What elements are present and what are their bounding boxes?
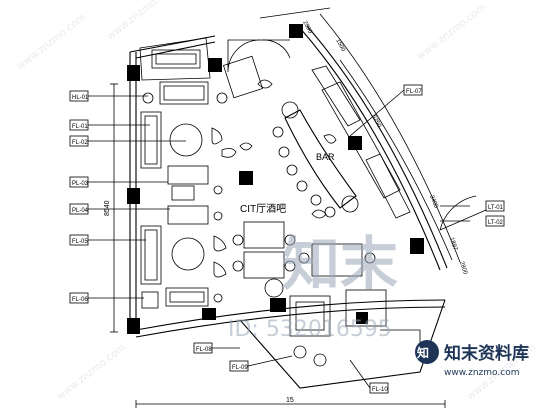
room-label: CIT厅酒吧 xyxy=(240,203,286,215)
dim-top-1: 2890 xyxy=(301,20,313,35)
tag-fl-02: FL-02 xyxy=(69,135,89,147)
tag-fl-05-text: FL-05 xyxy=(72,239,88,245)
svg-text:www.znzmo.com: www.znzmo.com xyxy=(415,2,488,62)
dim-right-4: 2800 xyxy=(458,261,468,276)
diagonal-watermark: www.znzmo.com www.znzmo.com www.znzmo.co… xyxy=(15,0,538,402)
right-tag-list: FL-07 LT-01 LT-02 xyxy=(403,84,505,227)
tag-fl-06-text: FL-06 xyxy=(72,297,88,303)
brand-text: 知末资料库 xyxy=(443,343,529,364)
tag-lt-02-text: LT-02 xyxy=(488,220,504,226)
tag-fl-10-text: FL-10 xyxy=(372,387,388,393)
svg-text:知: 知 xyxy=(416,345,429,360)
sofa-group-lower xyxy=(140,225,227,309)
dim-left-vertical: 8540 xyxy=(104,200,111,216)
brand-badge: 知 知末资料库 www.znzmo.com xyxy=(415,340,529,378)
tag-fl-09: FL-09 xyxy=(229,360,249,372)
tag-fl-06: FL-06 xyxy=(69,292,89,304)
svg-text:www.znzmo.com: www.znzmo.com xyxy=(105,0,178,42)
id-watermark-text: ID: 532016595 xyxy=(228,317,392,342)
dim-right-3: 1897 xyxy=(448,237,458,252)
columns xyxy=(127,24,424,334)
tag-fl-07-text: FL-07 xyxy=(406,89,422,95)
tag-pl-04: PL-04 xyxy=(69,203,89,215)
svg-text:www.znzmo.com: www.znzmo.com xyxy=(15,12,88,72)
tag-fl-08-text: FL-08 xyxy=(196,347,212,353)
sofa-group-top xyxy=(142,81,228,105)
tag-pl-04-text: PL-04 xyxy=(72,208,89,214)
dimension-labels: 8540 2890 1500 6250 3400 1897 2800 15 xyxy=(104,20,468,404)
tag-fl-10: FL-10 xyxy=(369,382,389,394)
tag-fl-01-text: FL-01 xyxy=(72,124,88,130)
dim-right-2: 3400 xyxy=(428,195,439,210)
brand-url: www.znzmo.com xyxy=(444,368,519,378)
entrance-doors xyxy=(222,39,291,99)
tag-lt-01: LT-01 xyxy=(485,200,505,212)
dim-top-2: 1500 xyxy=(334,38,346,53)
tag-fl-07: FL-07 xyxy=(403,84,423,96)
dim-right-1: 6250 xyxy=(370,114,382,129)
tag-hl-01: HL-01 xyxy=(69,90,89,102)
tag-fl-01: FL-01 xyxy=(69,119,89,131)
tag-lt-01-text: LT-01 xyxy=(488,205,504,211)
bar-label: BAR xyxy=(316,152,335,162)
leader-lines xyxy=(88,89,470,389)
tag-pl-03: PL-03 xyxy=(69,176,89,188)
dim-bottom: 15 xyxy=(286,397,294,404)
bar-counter xyxy=(272,65,411,219)
sofa-group-middle xyxy=(167,165,223,225)
logo-watermark: 知末 ID: 532016595 xyxy=(228,230,398,342)
tag-fl-08: FL-08 xyxy=(193,342,213,354)
dining-tables xyxy=(232,79,376,298)
right-door xyxy=(439,195,487,231)
tag-pl-03-text: PL-03 xyxy=(72,181,89,187)
tag-fl-09-text: FL-09 xyxy=(232,365,248,371)
tag-fl-05: FL-05 xyxy=(69,234,89,246)
top-cabinet xyxy=(139,37,211,81)
left-tag-list: HL-01 FL-01 FL-02 PL-03 PL-04 FL-05 FL-0… xyxy=(69,90,89,304)
bottom-tag-list: FL-08 FL-09 FL-10 xyxy=(193,342,389,394)
svg-text:www.znzmo.com: www.znzmo.com xyxy=(55,342,128,402)
tag-hl-01-text: HL-01 xyxy=(72,95,89,101)
sofa-group-upper xyxy=(140,111,237,169)
logo-watermark-text: 知末 xyxy=(282,230,398,298)
tag-fl-02-text: FL-02 xyxy=(72,140,88,146)
tag-lt-02: LT-02 xyxy=(485,215,505,227)
